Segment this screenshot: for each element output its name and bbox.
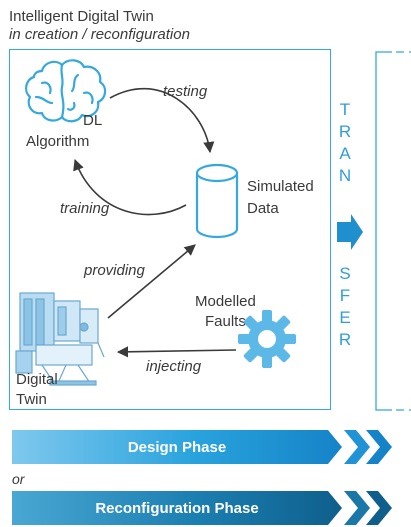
modelled-faults-label-line2: Faults	[205, 313, 246, 330]
machine-icon	[15, 292, 105, 386]
transfer-letter-a: A	[339, 144, 351, 163]
training-label: training	[60, 200, 110, 217]
providing-arrow	[107, 244, 196, 319]
or-separator: or	[12, 471, 25, 487]
database-cylinder-icon	[195, 163, 239, 239]
transfer-letter-n: N	[338, 166, 352, 185]
dl-algorithm-label-line1: DL	[83, 112, 103, 129]
gear-icon	[238, 310, 296, 368]
transfer-letter-s: S	[339, 264, 351, 283]
transfer-letter-f: F	[339, 286, 351, 305]
training-arrow	[73, 158, 187, 216]
design-phase-chevrons-icon	[344, 430, 392, 464]
reconfiguration-phase-chevrons-icon	[344, 491, 392, 525]
transfer-bracket-left	[375, 51, 392, 411]
injecting-arrow	[116, 346, 237, 358]
diagram-subtitle: in creation / reconfiguration	[9, 26, 190, 43]
providing-label: providing	[84, 262, 145, 279]
transfer-arrow	[337, 214, 363, 250]
simulated-data-label-line2: Data	[247, 200, 279, 217]
reconfiguration-phase-bar: Reconfiguration Phase	[12, 491, 342, 525]
digital-twin-label-line2: Twin	[16, 391, 47, 408]
injecting-label: injecting	[146, 358, 202, 375]
transfer-letter-r2: R	[338, 330, 352, 349]
design-phase-bar: Design Phase	[12, 430, 342, 464]
transfer-letter-t: T	[339, 100, 351, 119]
reconfiguration-phase-label: Reconfiguration Phase	[95, 499, 259, 517]
modelled-faults-label-line1: Modelled	[195, 293, 256, 310]
digital-twin-label-line1: Digital	[16, 371, 58, 388]
simulated-data-label-line1: Simulated	[247, 178, 314, 195]
design-phase-label: Design Phase	[127, 438, 227, 456]
digital-twin-frame	[9, 49, 331, 410]
transfer-letter-r: R	[338, 122, 352, 141]
dl-algorithm-label-line2: Algorithm	[26, 133, 90, 150]
diagram-title: Intelligent Digital Twin	[9, 8, 154, 25]
testing-arrow	[109, 87, 215, 154]
brain-icon	[24, 59, 107, 123]
transfer-letter-e: E	[339, 308, 351, 327]
testing-label: testing	[163, 83, 208, 100]
